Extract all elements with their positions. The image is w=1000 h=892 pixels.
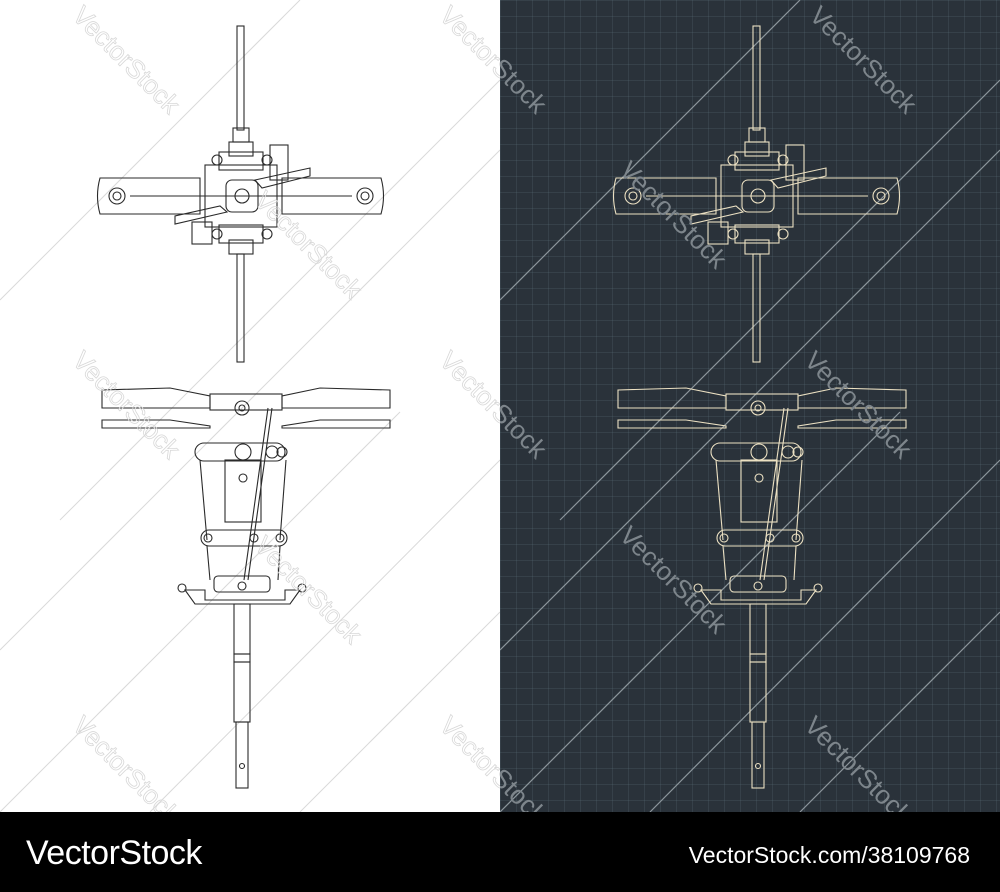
rotor-head-drawing-blueprint bbox=[500, 0, 1000, 812]
rotor-head-drawing-light bbox=[0, 0, 500, 812]
light-panel: VectorStock VectorStock VectorStock Vect… bbox=[0, 0, 500, 812]
image-url: VectorStock.com/38109768 bbox=[688, 842, 970, 868]
brand-logo: VectorStock bbox=[26, 834, 202, 872]
footer-bar: VectorStock VectorStock.com/38109768 bbox=[0, 812, 1000, 892]
blueprint-panel: VectorStock VectorStock VectorStock Vect… bbox=[500, 0, 1000, 812]
